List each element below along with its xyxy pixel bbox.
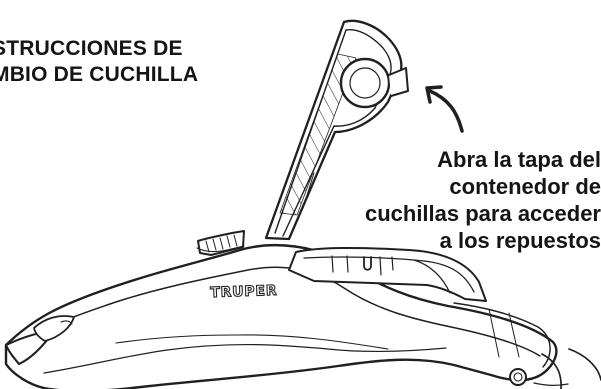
instruction-title-line-2: MBIO DE CUCHILLA — [0, 63, 199, 86]
instruction-title-line-1: STRUCCIONES DE — [0, 37, 183, 60]
instruction-title: STRUCCIONES DE MBIO DE CUCHILLA — [0, 36, 252, 88]
knife-body — [4, 244, 558, 389]
instruction-callout: Abra la tapa del contenedor de cuchillas… — [315, 146, 601, 254]
lid-hinge-circle — [339, 57, 391, 109]
instruction-line-1: Abra la tapa del — [437, 147, 601, 172]
instruction-line-2: contenedor de — [449, 174, 601, 199]
lid-grip-texture — [279, 53, 357, 216]
curved-arrow-icon — [425, 85, 464, 133]
instruction-line-3: cuchillas para acceder — [364, 201, 601, 226]
instruction-line-4: a los repuestos — [439, 228, 601, 253]
brand-logo: TRUPER — [210, 283, 278, 301]
